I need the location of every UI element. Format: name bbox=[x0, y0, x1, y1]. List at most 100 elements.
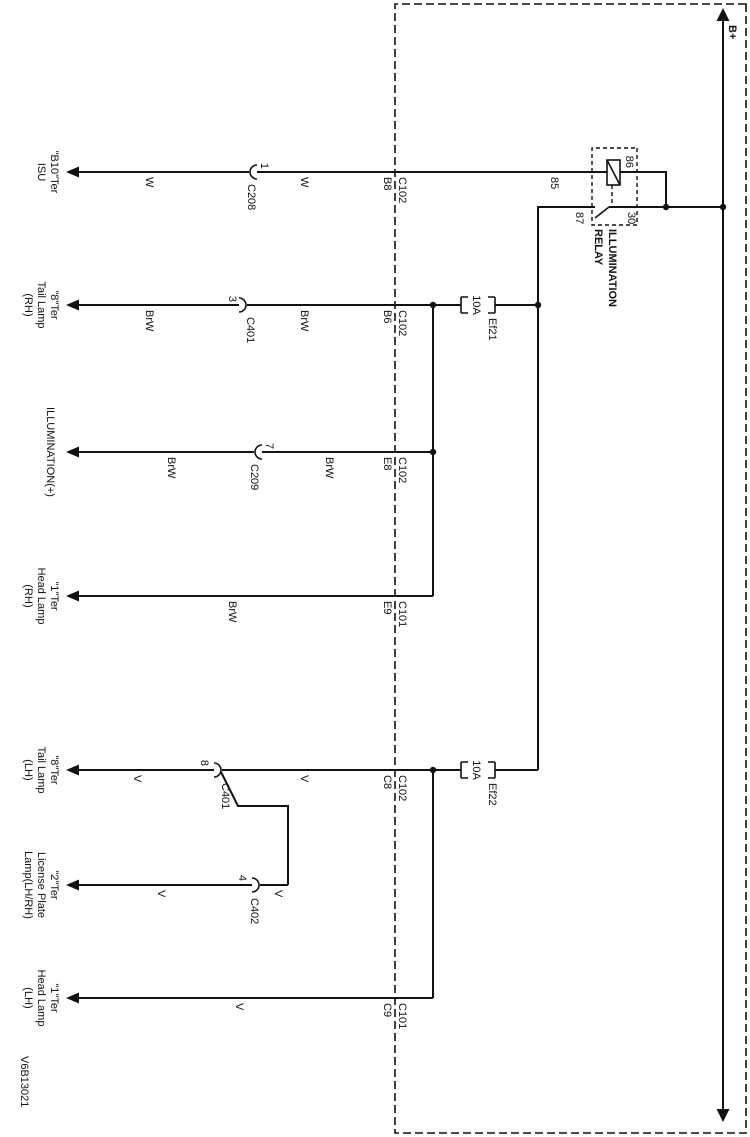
wire-end-arrow-icon bbox=[66, 166, 79, 178]
illumination-relay: 86 85 30 87 ILLUMINATION RELAY bbox=[537, 147, 727, 770]
dest-label: "8"Ter bbox=[48, 755, 60, 785]
connector-name-label: C401 bbox=[219, 783, 231, 809]
junction-dot bbox=[662, 203, 670, 211]
boundary-pin-label: E9 bbox=[381, 601, 393, 614]
relay-name-line1: ILLUMINATION bbox=[606, 229, 618, 307]
wire-color-label: V bbox=[155, 890, 167, 898]
dest-label: "8"Ter bbox=[48, 290, 60, 320]
junction-dot bbox=[719, 203, 727, 211]
dest-label: "B10"Ter bbox=[48, 151, 60, 194]
fuse-rating-label: 10A bbox=[470, 295, 482, 315]
boundary-harness-label: C102 bbox=[396, 775, 408, 801]
connector-name-label: C401 bbox=[244, 317, 256, 343]
bplus-label: B+ bbox=[726, 25, 738, 39]
dest-label: Tail Lamp bbox=[35, 281, 47, 328]
wire-color-label: W bbox=[143, 177, 155, 188]
branch-illumination-plus: C102 E8 BrW BrW 7 C209 ILLUMINATION(+) bbox=[44, 407, 437, 497]
fuse-rating-label: 10A bbox=[470, 760, 482, 780]
relay-name-line2: RELAY bbox=[592, 229, 604, 266]
connector-name-label: C209 bbox=[248, 464, 260, 490]
fuse-symbol-top bbox=[488, 761, 496, 779]
dest-label: Head Lamp bbox=[35, 568, 47, 625]
boundary-harness-label: C102 bbox=[396, 310, 408, 336]
wire-color-label: BrW bbox=[298, 310, 310, 332]
dest-label: (RH) bbox=[22, 584, 34, 607]
boundary-pin-label: E8 bbox=[381, 457, 393, 470]
boundary-pin-label: C9 bbox=[381, 1003, 393, 1017]
wire-color-label: V bbox=[272, 890, 284, 898]
connector-symbol-c401 bbox=[213, 762, 222, 778]
connector-pin-label: 8 bbox=[198, 760, 210, 766]
wire-end-arrow-icon bbox=[66, 299, 79, 311]
branch-head-lamp-rh: C101 E9 BrW "1"Ter Head Lamp (RH) bbox=[22, 568, 433, 627]
fuse-name-label: Ef21 bbox=[486, 318, 498, 341]
relay-switch-blade bbox=[594, 206, 610, 219]
bplus-left-arrow-icon bbox=[716, 8, 730, 21]
connector-pin-label: 3 bbox=[226, 296, 238, 302]
connector-pin-label: 1 bbox=[258, 163, 270, 169]
dest-label: Head Lamp bbox=[35, 970, 47, 1027]
connector-name-label: C208 bbox=[245, 184, 257, 210]
wire-color-label: BrW bbox=[323, 457, 335, 479]
boundary-harness-label: C102 bbox=[396, 177, 408, 203]
boundary-harness-label: C102 bbox=[396, 457, 408, 483]
relay-pin86-label: 86 bbox=[623, 156, 635, 168]
relay-pin87-label: 87 bbox=[573, 212, 585, 224]
wire-color-label: W bbox=[298, 177, 310, 188]
dest-label: (LH) bbox=[22, 759, 34, 780]
bplus-right-arrow-icon bbox=[716, 1109, 730, 1122]
relay-coil-diagonal bbox=[606, 159, 621, 186]
boundary-pin-label: B8 bbox=[381, 177, 393, 190]
connector-name-label: C402 bbox=[248, 898, 260, 924]
connector-symbol-c208 bbox=[249, 164, 258, 180]
bplus-rail: B+ bbox=[716, 8, 738, 1122]
wire-color-label: BrW bbox=[226, 601, 238, 623]
connector-pin-label: 4 bbox=[236, 875, 248, 881]
branch-tail-lamp-rh: 10A Ef21 C102 B6 BrW BrW 3 C401 "8"Ter T… bbox=[22, 281, 542, 596]
branch-head-lamp-lh: C101 C9 V "1"Ter Head Lamp (LH) bbox=[22, 970, 433, 1029]
connector-symbol-c209 bbox=[254, 444, 263, 460]
relay-pin87-output-rail bbox=[537, 206, 595, 770]
wire-end-arrow-icon bbox=[66, 879, 79, 891]
relay-pin30-label: 30 bbox=[625, 212, 637, 224]
dest-label: License Plate bbox=[35, 852, 47, 918]
dest-label: "2"Ter bbox=[48, 870, 60, 900]
harness-boundary-box bbox=[394, 3, 747, 1134]
dest-label: "1"Ter bbox=[48, 581, 60, 611]
boundary-pin-label: C8 bbox=[381, 775, 393, 789]
fuse-name-label: Ef22 bbox=[486, 783, 498, 806]
connector-symbol-c402 bbox=[251, 877, 260, 893]
branch-license-plate-lamp: V V 4 C402 "2"Ter License Plate Lamp(LH/… bbox=[22, 851, 288, 924]
fuse-symbol-top bbox=[488, 296, 496, 314]
wire-color-label: V bbox=[131, 775, 143, 783]
wire-color-label: V bbox=[233, 1003, 245, 1011]
figure-code: V6B13021 bbox=[18, 1056, 30, 1107]
connector-symbol-c401 bbox=[238, 297, 247, 313]
wire-color-label: BrW bbox=[165, 457, 177, 479]
dest-label: Lamp(LH/RH) bbox=[22, 851, 34, 919]
wire-end-arrow-icon bbox=[66, 764, 79, 776]
dest-label: ILLUMINATION(+) bbox=[44, 407, 56, 497]
fuse-symbol-bottom bbox=[460, 761, 468, 779]
relay-pin85-label: 85 bbox=[548, 177, 560, 189]
wire-color-label: V bbox=[298, 775, 310, 783]
relay-pin86-wire bbox=[620, 171, 667, 207]
dest-label: ISU bbox=[35, 163, 47, 181]
dest-label: (LH) bbox=[22, 987, 34, 1008]
fuse-symbol-bottom bbox=[460, 296, 468, 314]
license-lamp-branch-wire bbox=[220, 771, 289, 885]
wire-color-label: BrW bbox=[143, 310, 155, 332]
boundary-harness-label: C101 bbox=[396, 1003, 408, 1029]
dest-label: (RH) bbox=[22, 293, 34, 316]
dest-label: Tail Lamp bbox=[35, 746, 47, 793]
branch-tail-lamp-lh: 10A Ef22 C102 C8 V V 8 C401 "8"Ter Tail … bbox=[22, 746, 538, 998]
branch-isu: C102 B8 W W 1 C208 "B10"Ter ISU bbox=[35, 151, 607, 210]
wire-end-arrow-icon bbox=[66, 590, 79, 602]
wire-end-arrow-icon bbox=[66, 446, 79, 458]
boundary-pin-label: B6 bbox=[381, 310, 393, 323]
boundary-harness-label: C101 bbox=[396, 601, 408, 627]
relay-outline-box bbox=[591, 147, 638, 226]
connector-pin-label: 7 bbox=[263, 443, 275, 449]
